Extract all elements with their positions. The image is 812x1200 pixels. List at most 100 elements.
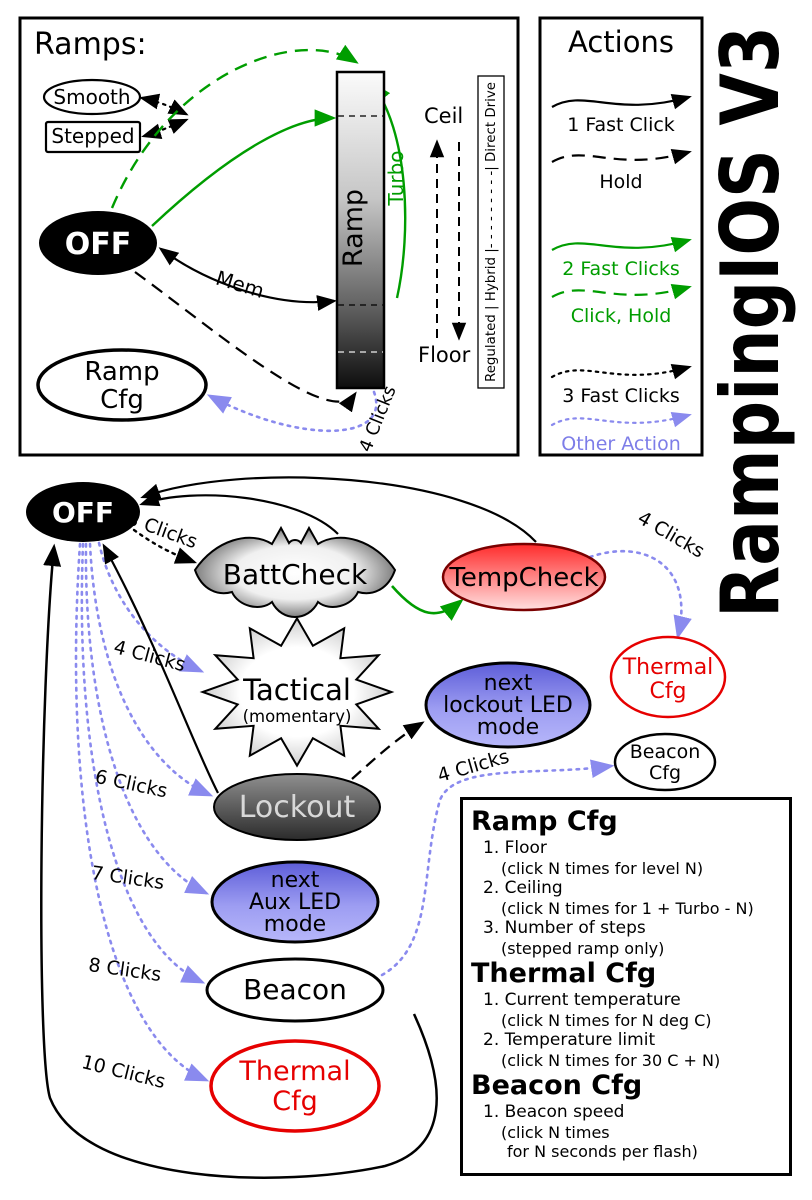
state-tempcheck (441, 542, 607, 612)
state-beacon (205, 957, 385, 1023)
edge-off-beacon-8clicks (80, 542, 206, 984)
state-off-label: OFF (52, 496, 114, 529)
state-smooth-label: Smooth (53, 85, 130, 109)
state-beacon-label: Beacon (243, 973, 347, 1006)
state-ramp-cfg-line1: Ramp (84, 357, 159, 387)
config-item-title: 1. Floor (483, 838, 547, 858)
label-turbo: Turbo (384, 150, 408, 206)
state-thermal-cfg-bottom-line2: Cfg (272, 1086, 318, 1117)
state-next-lockout-led-line3: mode (477, 715, 539, 740)
edge-ramp-rampcfg-4clicks (206, 390, 378, 433)
config-heading-beacon-cfg: Beacon Cfg (471, 1070, 643, 1101)
config-item: 2. Ceiling (click N times for 1 + Turbo … (471, 878, 781, 918)
edge-off-ceiling-2clicks (151, 109, 337, 227)
state-next-aux-led-line2: Aux LED (249, 890, 341, 915)
config-item-sub: (click N times for level N) (501, 859, 704, 878)
edge-off-battcheck-3clicks (132, 528, 198, 564)
config-item-sub: (click N times for N deg C) (501, 1011, 712, 1030)
edge-tempcheck-thermalcfg-4clicks (588, 549, 692, 640)
actions-panel-title: Actions (568, 25, 674, 59)
page-title: RampingIOS V3 (704, 26, 797, 618)
state-thermal-cfg-top-line1: Thermal (622, 655, 714, 680)
config-heading-thermal-cfg: Thermal Cfg (471, 958, 657, 989)
edge-off-aux-7clicks (84, 542, 210, 895)
ramps-panel-title: Ramps: (34, 27, 147, 62)
label-10clicks: 10 Clicks (79, 1051, 167, 1093)
state-off-ramps-label: OFF (65, 227, 132, 262)
config-item: 1. Floor (click N times for level N) (471, 838, 781, 878)
legend-arrow-2-fast-clicks (551, 236, 692, 253)
config-item-title: 1. Current temperature (483, 990, 681, 1010)
state-next-aux-led (210, 860, 380, 944)
legend-arrow-1-fast-click (551, 93, 692, 110)
legend-label-click-hold: Click, Hold (571, 305, 672, 327)
config-item: 1. Current temperature (click N times fo… (471, 990, 781, 1030)
actions-panel (538, 16, 704, 457)
state-beacon-cfg-line2: Cfg (649, 762, 681, 784)
edge-return-to-off (40, 543, 438, 1179)
edge-off-memory (158, 247, 337, 311)
legend-arrow-hold (551, 148, 692, 165)
state-tactical (199, 616, 395, 768)
state-battcheck (193, 525, 397, 618)
label-ceil: Ceil (424, 104, 463, 128)
config-item: 1. Beacon speed (click N times for N sec… (471, 1102, 781, 1161)
config-item-sub: (click N times (501, 1123, 610, 1142)
state-thermal-cfg-top (609, 635, 727, 719)
label-7clicks: 7 Clicks (90, 862, 166, 894)
legend-arrow-click-hold (551, 283, 692, 300)
edge-lockout-ledmode-hold (351, 721, 425, 780)
ramp-bar-label: Ramp (338, 189, 369, 267)
config-heading-ramp-cfg: Ramp Cfg (471, 806, 618, 837)
edge-battcheck-off-1click (139, 491, 339, 535)
label-4clicks-beacon: 4 Clicks (435, 746, 512, 787)
edge-off-thermal-10clicks (74, 542, 210, 1082)
legend-arrow-3-fast-clicks (550, 363, 692, 380)
state-thermal-cfg-top-line2: Cfg (649, 679, 686, 704)
state-thermal-cfg-bottom (209, 1039, 381, 1133)
state-battcheck-label: BattCheck (223, 558, 368, 591)
legend-label-other-action: Other Action (561, 433, 681, 455)
config-item-sub: (click N times for 30 C + N) (501, 1051, 721, 1070)
config-item-title: 1. Beacon speed (483, 1102, 625, 1122)
config-item-sub: (click N times for 1 + Turbo - N) (501, 899, 754, 918)
legend-label-3-fast-clicks: 3 Fast Clicks (562, 385, 680, 407)
config-item: 2. Temperature limit (click N times for … (471, 1030, 781, 1070)
edge-off-lockout-6clicks (88, 542, 214, 797)
config-item-title: 2. Ceiling (483, 878, 563, 898)
state-tempcheck-label: TempCheck (448, 563, 598, 593)
label-6clicks: 6 Clicks (93, 766, 169, 803)
config-item: 3. Number of steps (stepped ramp only) (471, 918, 781, 958)
edge-beacon-beaconcfg-4clicks (380, 759, 615, 977)
config-item-title: 2. Temperature limit (483, 1030, 656, 1050)
state-next-aux-led-line1: next (271, 868, 320, 893)
state-stepped-label: Stepped (51, 124, 134, 148)
state-tactical-line1: Tactical (242, 673, 351, 707)
edge-stepped-toggle (141, 118, 189, 139)
state-next-lockout-led-line1: next (484, 671, 533, 696)
legend-label-2-fast-clicks: 2 Fast Clicks (562, 258, 680, 280)
state-thermal-cfg-bottom-line1: Thermal (238, 1056, 350, 1087)
config-item-title: 3. Number of steps (483, 918, 646, 938)
config-item-sub: for N seconds per flash) (507, 1142, 698, 1161)
state-lockout-label: Lockout (239, 790, 356, 825)
legend-label-1-fast-click: 1 Fast Click (567, 114, 675, 136)
label-4clicks-tactical: 4 Clicks (111, 636, 188, 676)
state-beacon-cfg-line1: Beacon (630, 741, 700, 763)
state-stepped (44, 120, 142, 154)
state-lockout (213, 773, 381, 841)
drive-scale-label: Regulated | Hybrid |- - - - - - - - -| D… (483, 82, 499, 382)
edge-lockout-off-1click (102, 543, 219, 794)
state-off-ramps (39, 211, 157, 275)
legend-arrow-other-action (550, 411, 692, 428)
config-panel: Ramp Cfg 1. Floor (click N times for lev… (460, 797, 792, 1176)
edge-tempcheck-off-1click (140, 476, 537, 543)
edge-battcheck-tempcheck-2clicks (391, 585, 464, 621)
ramp-bar (335, 70, 386, 390)
state-ramp-cfg-line2: Cfg (100, 385, 144, 415)
state-next-lockout-led (424, 661, 592, 749)
state-next-aux-led-line3: mode (264, 912, 326, 937)
drive-scale-box (477, 75, 505, 389)
